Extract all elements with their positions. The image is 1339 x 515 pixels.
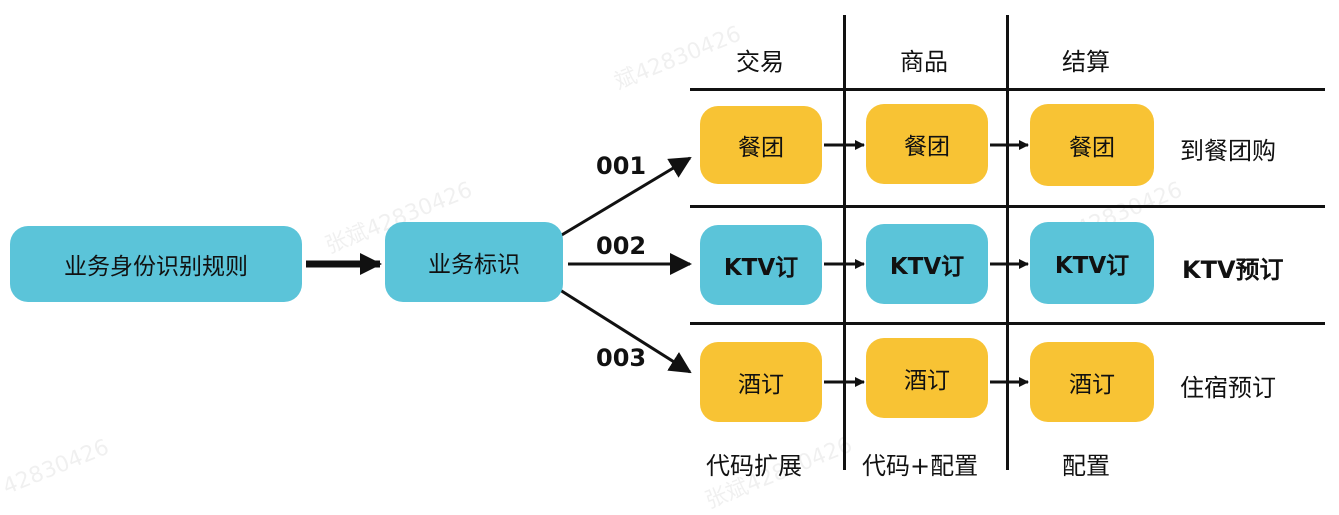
- divider-horizontal-1: [690, 88, 1325, 91]
- divider-vertical-2: [1006, 15, 1009, 470]
- column-header: 结算: [1062, 48, 1110, 76]
- arrow-001: [559, 156, 692, 238]
- business-id-box: 业务标识: [385, 222, 563, 302]
- cell-box: 酒订: [700, 342, 822, 422]
- row-label: 住宿预订: [1180, 374, 1276, 402]
- cell-box: 餐团: [866, 104, 988, 184]
- column-header: 商品: [900, 48, 948, 76]
- cell-box: 餐团: [700, 106, 822, 184]
- arrow-003: [559, 288, 692, 374]
- business-rule-box: 业务身份识别规则: [10, 226, 302, 302]
- code-label: 001: [596, 152, 647, 180]
- row-label: 到餐团购: [1180, 137, 1276, 165]
- divider-horizontal-2: [690, 205, 1325, 208]
- business-id-label: 业务标识: [428, 252, 520, 278]
- row-label: KTV预订: [1182, 256, 1284, 284]
- cell-label: 酒订: [1069, 372, 1115, 398]
- column-footer: 代码扩展: [706, 452, 802, 480]
- column-header: 交易: [736, 48, 784, 76]
- divider-vertical-1: [843, 15, 846, 470]
- cell-label: 酒订: [904, 368, 950, 394]
- divider-horizontal-3: [690, 322, 1325, 325]
- cell-label: KTV订: [723, 255, 799, 281]
- cell-box: KTV订: [1030, 222, 1154, 304]
- cell-label: 酒订: [738, 372, 784, 398]
- column-footer: 配置: [1062, 452, 1110, 480]
- cell-box: KTV订: [700, 225, 822, 305]
- cell-box: 酒订: [866, 338, 988, 418]
- business-rule-label: 业务身份识别规则: [64, 254, 248, 280]
- cell-label: 餐团: [1069, 135, 1115, 161]
- column-footer: 代码+配置: [862, 452, 979, 480]
- cell-label: 餐团: [738, 135, 784, 161]
- code-label: 003: [596, 344, 647, 372]
- cell-box: 酒订: [1030, 342, 1154, 422]
- cell-box: KTV订: [866, 224, 988, 304]
- cell-label: KTV订: [889, 254, 965, 280]
- code-label: 002: [596, 232, 647, 260]
- cell-label: KTV订: [1054, 253, 1130, 279]
- cell-label: 餐团: [904, 134, 950, 160]
- cell-box: 餐团: [1030, 104, 1154, 186]
